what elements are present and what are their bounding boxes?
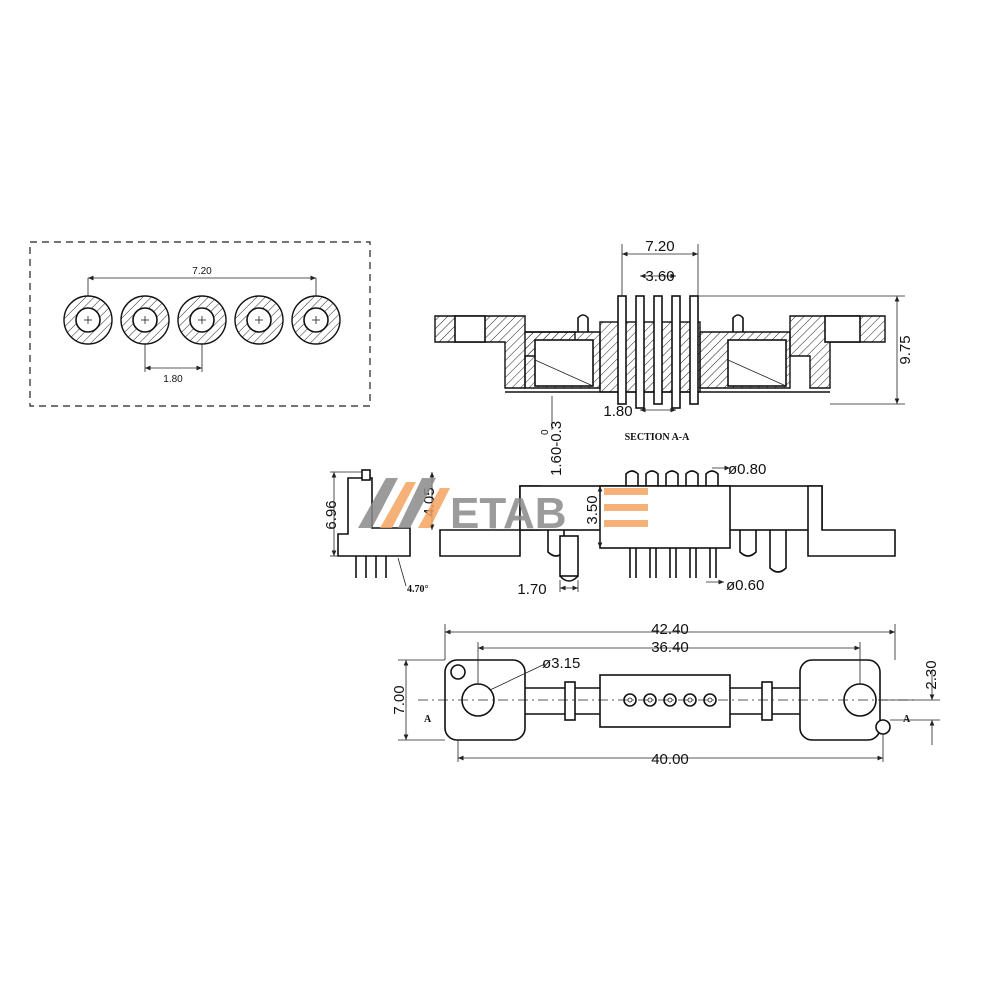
- right-flange-section: [789, 315, 886, 389]
- top-small-hole-right: [875, 719, 891, 735]
- contact-3: [177, 295, 227, 345]
- contact-1: [63, 295, 113, 345]
- top-small-hole-left: [450, 664, 466, 680]
- top-height-label: 7.00: [391, 685, 408, 714]
- metabee-logo-icon: [358, 478, 450, 528]
- contact-circles: [63, 295, 341, 345]
- right-latch: [732, 314, 744, 332]
- section-pin-pitch-label: 1.80: [603, 403, 632, 420]
- logo-text: ETAB: [450, 489, 567, 538]
- section-contacts: [617, 295, 699, 409]
- pin-face-view: 7.20 1.80: [29, 241, 371, 407]
- section-width-top-label: 7.20: [645, 238, 674, 255]
- top-offset-label: 2.30: [923, 660, 940, 689]
- front-pin-dia-bottom-label: ø0.60: [726, 577, 764, 594]
- front-view: 4.05 3.50 ø0.80 1.70 ø0.60: [421, 461, 896, 598]
- section-tolerance-label: 1.60-0.3: [548, 421, 565, 476]
- side-height-label: 6.96: [323, 500, 340, 529]
- section-height-label: 9.75: [897, 335, 914, 364]
- right-insert-cavity: [727, 339, 787, 387]
- front-top-pins: [625, 470, 719, 486]
- front-left-flange: [439, 529, 521, 557]
- front-right-flange: [807, 485, 896, 557]
- front-offset-label: 1.70: [517, 581, 546, 598]
- top-total-length-label: 42.40: [651, 621, 689, 638]
- front-bottom-pins: [629, 548, 717, 578]
- left-mount-hole: [454, 315, 486, 343]
- top-hole-dia-label: ø3.15: [542, 655, 580, 672]
- section-mark-left: A: [424, 714, 432, 725]
- logo-bee-mark: [604, 488, 648, 527]
- right-mount-hole: [824, 315, 861, 343]
- section-mark-right: A: [903, 714, 911, 725]
- side-body-outline: [337, 477, 411, 557]
- contact-5: [291, 295, 341, 345]
- section-width-mid-label: 3.60: [645, 268, 674, 285]
- side-angle-label: 4.70°: [407, 584, 429, 595]
- left-insert-cavity: [534, 339, 594, 387]
- contact-2: [120, 295, 170, 345]
- top-view: 42.40 36.40 ø3.15 7.00 2.30 40.00 A A: [391, 621, 940, 768]
- section-caption: SECTION A-A: [625, 432, 691, 443]
- pin-pitch-label: 1.80: [163, 374, 183, 385]
- top-hole-pitch-label: 36.40: [651, 639, 689, 656]
- pin-pitch-total-label: 7.20: [192, 266, 212, 277]
- metabee-logo: ETAB: [358, 478, 648, 538]
- front-pin-dia-top-label: ø0.80: [728, 461, 766, 478]
- section-a-a-view: 7.20 3.60 9.75 1.80 0 1.60-0.3 SECTION A…: [434, 238, 914, 476]
- front-contact-block: [599, 485, 731, 549]
- contact-block-section: [599, 321, 701, 393]
- section-tolerance-top-label: 0: [540, 429, 551, 435]
- front-pin-height-label: 3.50: [584, 495, 601, 524]
- pin-face-frame: [29, 241, 371, 407]
- front-peg: [559, 535, 579, 577]
- top-bottom-length-label: 40.00: [651, 751, 689, 768]
- contact-4: [234, 295, 284, 345]
- side-view-small: 6.96 4.70°: [323, 469, 429, 595]
- left-latch: [577, 314, 589, 332]
